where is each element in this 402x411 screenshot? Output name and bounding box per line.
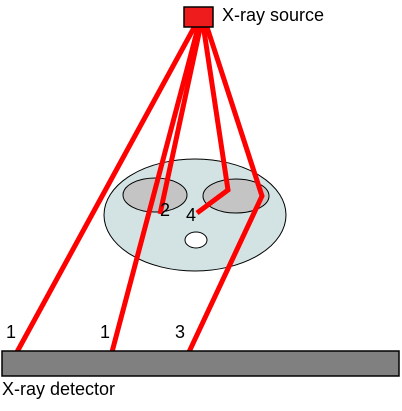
xray-source-label: X-ray source [222, 5, 324, 25]
xray-detector-bar [1, 350, 400, 377]
ray-mark-1-center: 1 [100, 322, 110, 342]
xray-source-icon [183, 6, 214, 28]
ray-mark-4: 4 [186, 205, 196, 225]
ray-paths [14, 22, 265, 354]
ray-mark-2: 2 [160, 200, 170, 220]
xray-detector-label: X-ray detector [2, 379, 115, 399]
ray-mark-1-left: 1 [6, 322, 16, 342]
ray-3-scatter [186, 23, 265, 354]
ray-2-organ [157, 23, 204, 215]
ray-mark-3: 3 [175, 322, 185, 342]
ray-4-scatter [195, 23, 231, 216]
right-organ [202, 178, 270, 214]
ray-1-left [14, 22, 199, 354]
small-cavity [184, 231, 208, 249]
ray-1-center [109, 23, 202, 353]
